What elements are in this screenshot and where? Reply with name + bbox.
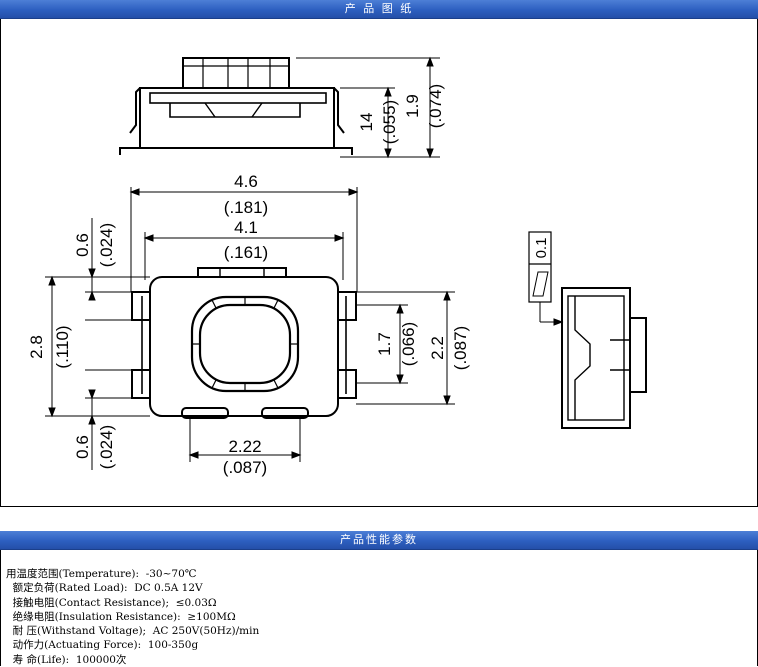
dim-side-h1-inch: (.055) [380, 100, 399, 144]
dim-outer-h-inch: (.087) [451, 326, 470, 370]
dim-height-total: 2.8 [27, 335, 46, 359]
spec-rated-load: 额定负荷(Rated Load): DC 0.5A 12V [6, 582, 203, 595]
dim-flatness: 0.1 [533, 238, 550, 259]
dim-width-total-inch: (.181) [224, 198, 268, 217]
side-dimensions [296, 56, 440, 159]
dim-side-h2-inch: (.074) [426, 84, 445, 128]
spec-list: 用温度范围(Temperature): -30~70℃ 额定负荷(Rated L… [6, 567, 259, 667]
dim-inner-h: 1.7 [375, 332, 394, 356]
technical-drawing: 14 (.055) 1.9 (.074) 4.6 (.181) 4.1 (.16… [27, 56, 647, 477]
dim-side-h2: 1.9 [403, 94, 422, 118]
dim-height-total-inch: (.110) [53, 325, 72, 368]
spec-withstand-voltage: 耐 压(Withstand Voltage); AC 250V(50Hz)/mi… [6, 625, 260, 638]
spec-life: 寿 命(Life): 100000次 [6, 653, 127, 666]
side-view [119, 57, 353, 155]
dim-pin-bottom: 0.6 [73, 435, 92, 459]
spec-insulation-resistance: 绝缘电阻(Insulation Resistance): ≥100MΩ [6, 610, 236, 623]
dim-bottom-w-inch: (.087) [223, 458, 267, 477]
dim-outer-h: 2.2 [428, 336, 447, 360]
spec-actuating-force: 动作力(Actuating Force): 100-350g [6, 639, 199, 652]
dim-width-body-inch: (.161) [224, 243, 268, 262]
top-view [131, 267, 357, 419]
dim-pin-top: 0.6 [73, 233, 92, 257]
dim-pin-top-inch: (.024) [97, 223, 116, 267]
spec-contact-resistance: 接触电阻(Contact Resistance); ≤0.03Ω [6, 596, 217, 609]
dim-bottom-w: 2.22 [228, 437, 261, 456]
right-view [528, 231, 647, 429]
dim-width-total: 4.6 [234, 172, 258, 191]
spec-temperature: 用温度范围(Temperature): -30~70℃ [6, 568, 197, 580]
dim-inner-h-inch: (.066) [399, 322, 418, 366]
top-dimensions [45, 187, 455, 470]
dim-pin-bottom-inch: (.024) [97, 425, 116, 469]
drawing-header: 产 品 图 纸 [0, 0, 758, 19]
dim-width-body: 4.1 [234, 218, 258, 237]
dim-side-h1: 14 [357, 113, 376, 132]
specs-header: 产品性能参数 [0, 531, 758, 550]
